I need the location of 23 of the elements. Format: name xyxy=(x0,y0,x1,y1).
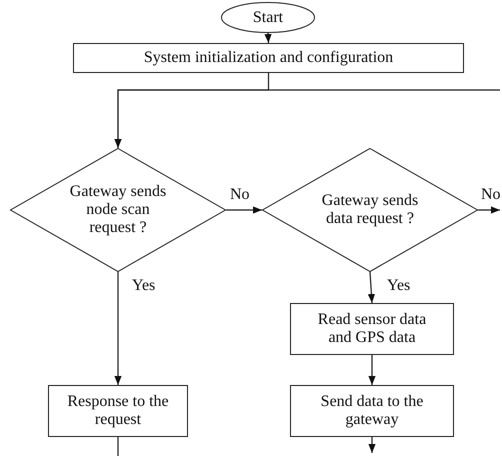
arrow xyxy=(368,355,376,385)
arrow xyxy=(226,206,262,214)
start-terminal xyxy=(221,2,315,33)
arrow xyxy=(368,272,376,304)
process-box xyxy=(290,385,454,437)
step-text: Start xyxy=(252,8,284,26)
step-text: System initialization and configuration xyxy=(142,49,394,67)
step-text: Read sensor data and GPS data xyxy=(316,311,428,347)
connector-line xyxy=(117,437,119,456)
decision-text: Gateway sends data request ? xyxy=(320,192,420,228)
step-text: Response to the request xyxy=(66,393,170,429)
arrow xyxy=(264,32,272,44)
decision-text: Gateway sends node scan request ? xyxy=(68,183,168,237)
process-box xyxy=(290,303,454,355)
process-box xyxy=(73,43,464,73)
arrow xyxy=(368,437,376,453)
arrow xyxy=(114,272,122,385)
step-text: Send data to the gateway xyxy=(320,393,424,429)
decision-diamond xyxy=(10,148,226,272)
arrow xyxy=(478,206,500,214)
process-box xyxy=(48,385,188,437)
decision-diamond xyxy=(262,148,478,272)
arrow xyxy=(114,89,500,148)
